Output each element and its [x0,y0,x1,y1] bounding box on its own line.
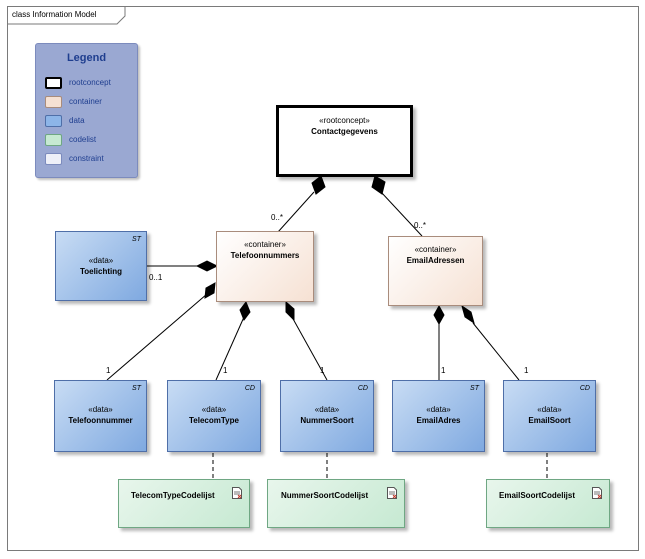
class-name: Contactgegevens [311,127,378,136]
composition-diamond [195,260,219,272]
multiplicity-label: 1 [223,366,228,375]
legend-label: container [69,97,102,106]
multiplicity-label: 1 [524,366,529,375]
class-name: Toelichting [79,267,123,276]
legend-title: Legend [66,52,107,64]
legend-label: rootconcept [69,78,111,87]
composition-diamond [204,282,216,299]
composition-diamond [433,304,445,326]
document-icon [592,487,602,499]
codelist-telecomtypecodelijst[interactable]: TelecomTypeCodelijst [118,479,250,528]
class-name: NummerSoort [300,416,354,425]
legend-swatch [45,115,62,127]
class-name: Telefoonnummer [68,416,133,425]
class-telecomtype[interactable]: CD «data» TelecomType [167,380,261,452]
legend-label: codelist [69,135,97,144]
stereotype-label: «data» [314,405,340,414]
class-name: EmailAdressen [406,256,465,265]
stereotype-label: «rootconcept» [319,116,370,125]
class-contactgegevens[interactable]: «rootconcept» Contactgegevens [276,105,413,177]
composition-diamond [371,175,386,195]
codelist-name: NummerSoortCodelijst [281,491,369,500]
multiplicity-label: 0..* [271,213,284,222]
stereotype-label: «data» [88,405,113,414]
composition-diamond [311,175,326,195]
stereotype-label: «container» [244,240,286,249]
document-icon [387,487,397,499]
association-line [291,316,328,381]
class-telefoonnummers[interactable]: «container» Telefoonnummers [216,231,314,302]
datatype-tag: CD [357,385,368,392]
composition-diamond [239,300,251,322]
association-line [215,316,245,381]
class-nummersoort[interactable]: CD «data» NummerSoort [280,380,374,452]
class-name: EmailSoort [528,416,571,425]
class-emailadressen[interactable]: «container» EmailAdressen [388,236,483,306]
class-name: Telefoonnummers [230,251,300,260]
class-emailsoort[interactable]: CD «data» EmailSoort [503,380,596,452]
codelist-nummersoortcodelijst[interactable]: NummerSoortCodelijst [267,479,405,528]
multiplicity-label: 0..* [414,221,427,230]
multiplicity-label: 1 [320,366,325,375]
legend-label: data [69,116,85,125]
datatype-tag: ST [132,385,141,392]
stereotype-label: «data» [201,405,227,414]
composition-diamond [285,300,295,322]
legend-swatch [45,77,62,89]
datatype-tag: CD [579,385,590,392]
diagram-frame-tab [7,6,126,25]
association-line [106,293,208,381]
stereotype-label: «data» [426,405,451,414]
class-toelichting[interactable]: ST «data» Toelichting [55,231,147,301]
legend: Legend rootconcept container data codeli… [35,43,138,178]
codelist-name: EmailSoortCodelijst [499,491,576,500]
stereotype-label: «data» [537,405,562,414]
datatype-tag: CD [244,385,255,392]
class-telefoonnummer[interactable]: ST «data» Telefoonnummer [54,380,147,452]
legend-swatch [45,134,62,146]
stereotype-label: «container» [414,245,457,254]
codelist-name: TelecomTypeCodelijst [131,491,215,500]
codelist-emailsoortcodelijst[interactable]: EmailSoortCodelijst [486,479,610,528]
diagram-title: class Information Model [12,10,97,19]
association-line [472,322,520,381]
datatype-tag: ST [470,385,479,392]
association-line [380,191,423,237]
document-icon [232,487,242,499]
legend-swatch [45,153,62,165]
association-line [277,191,315,233]
multiplicity-label: 0..1 [149,273,163,282]
class-name: EmailAdres [416,416,461,425]
multiplicity-label: 1 [441,366,446,375]
stereotype-label: «data» [88,256,114,265]
class-emailadres[interactable]: ST «data» EmailAdres [392,380,485,452]
legend-swatch [45,96,62,108]
multiplicity-label: 1 [106,366,111,375]
datatype-tag: ST [132,236,141,243]
class-name: TelecomType [189,416,239,425]
composition-diamond [461,304,475,325]
legend-label: constraint [69,154,104,163]
